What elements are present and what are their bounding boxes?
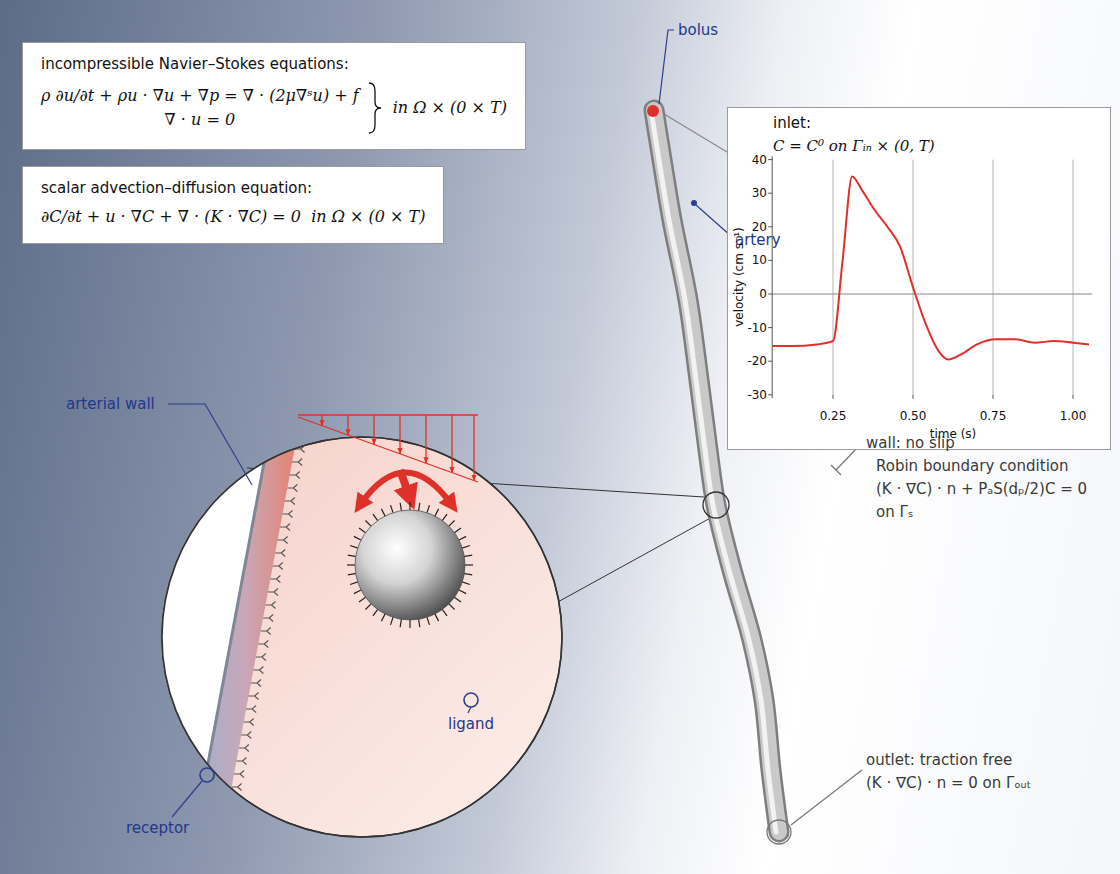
inlet-leader bbox=[664, 114, 727, 152]
equation-box: incompressible Navier–Stokes equations: ρ… bbox=[22, 42, 526, 150]
part-label: arterial wall bbox=[66, 395, 155, 413]
equation: ∂C/∂t + u · ∇C + ∇ · (K · ∇C) = 0 in Ω ×… bbox=[41, 205, 425, 229]
part-label: ligand bbox=[448, 715, 494, 733]
domain-label: in Ω × (0 × T) bbox=[393, 96, 507, 120]
receptor-marker bbox=[200, 768, 214, 782]
box-heading: incompressible Navier–Stokes equations: bbox=[41, 55, 507, 73]
boundary-note: on Γₛ bbox=[876, 503, 913, 521]
inlet-panel: inlet: C = C⁰ on Γᵢₙ × (0, T) bbox=[727, 107, 1111, 450]
nanoparticle bbox=[355, 510, 465, 620]
boundary-note: outlet: traction free bbox=[866, 751, 1012, 769]
wall-leaders bbox=[791, 447, 862, 825]
equation: ρ ∂u/∂t + ρu · ∇u + ∇p = ∇ · (2μ∇ˢu) + f bbox=[41, 84, 359, 108]
panel-title: inlet: bbox=[773, 114, 1100, 132]
part-label: receptor bbox=[126, 819, 189, 837]
receptors bbox=[222, 433, 307, 843]
box-heading: scalar advection–diffusion equation: bbox=[41, 179, 425, 197]
boundary-note: Robin boundary condition bbox=[876, 457, 1068, 475]
zoom-outline bbox=[162, 437, 562, 837]
artery-dot bbox=[691, 200, 697, 206]
zoom-content bbox=[150, 420, 307, 860]
boundary-equation: (K · ∇C) · n = 0 on Γₒᵤₜ bbox=[866, 774, 1031, 792]
ligand-marker bbox=[464, 693, 478, 707]
part-label: bolus bbox=[678, 21, 718, 39]
boundary-equation: C = C⁰ on Γᵢₙ × (0, T) bbox=[773, 134, 1100, 158]
velocity-chart bbox=[727, 107, 1108, 450]
zoom-marker bbox=[703, 492, 729, 518]
outlet-marker bbox=[767, 820, 791, 844]
arterial-wall-band bbox=[190, 420, 300, 860]
equation: ∇ · u = 0 bbox=[41, 108, 359, 132]
drift-arrow bbox=[400, 470, 410, 498]
bolus-dot bbox=[647, 105, 659, 117]
brace bbox=[367, 81, 383, 135]
equation-box: scalar advection–diffusion equation: ∂C/∂… bbox=[22, 166, 444, 244]
velocity-profile bbox=[298, 415, 478, 482]
ligands bbox=[347, 502, 473, 628]
boundary-equation: (K · ∇C) · n + PₐS(dₚ/2)C = 0 bbox=[876, 480, 1087, 498]
